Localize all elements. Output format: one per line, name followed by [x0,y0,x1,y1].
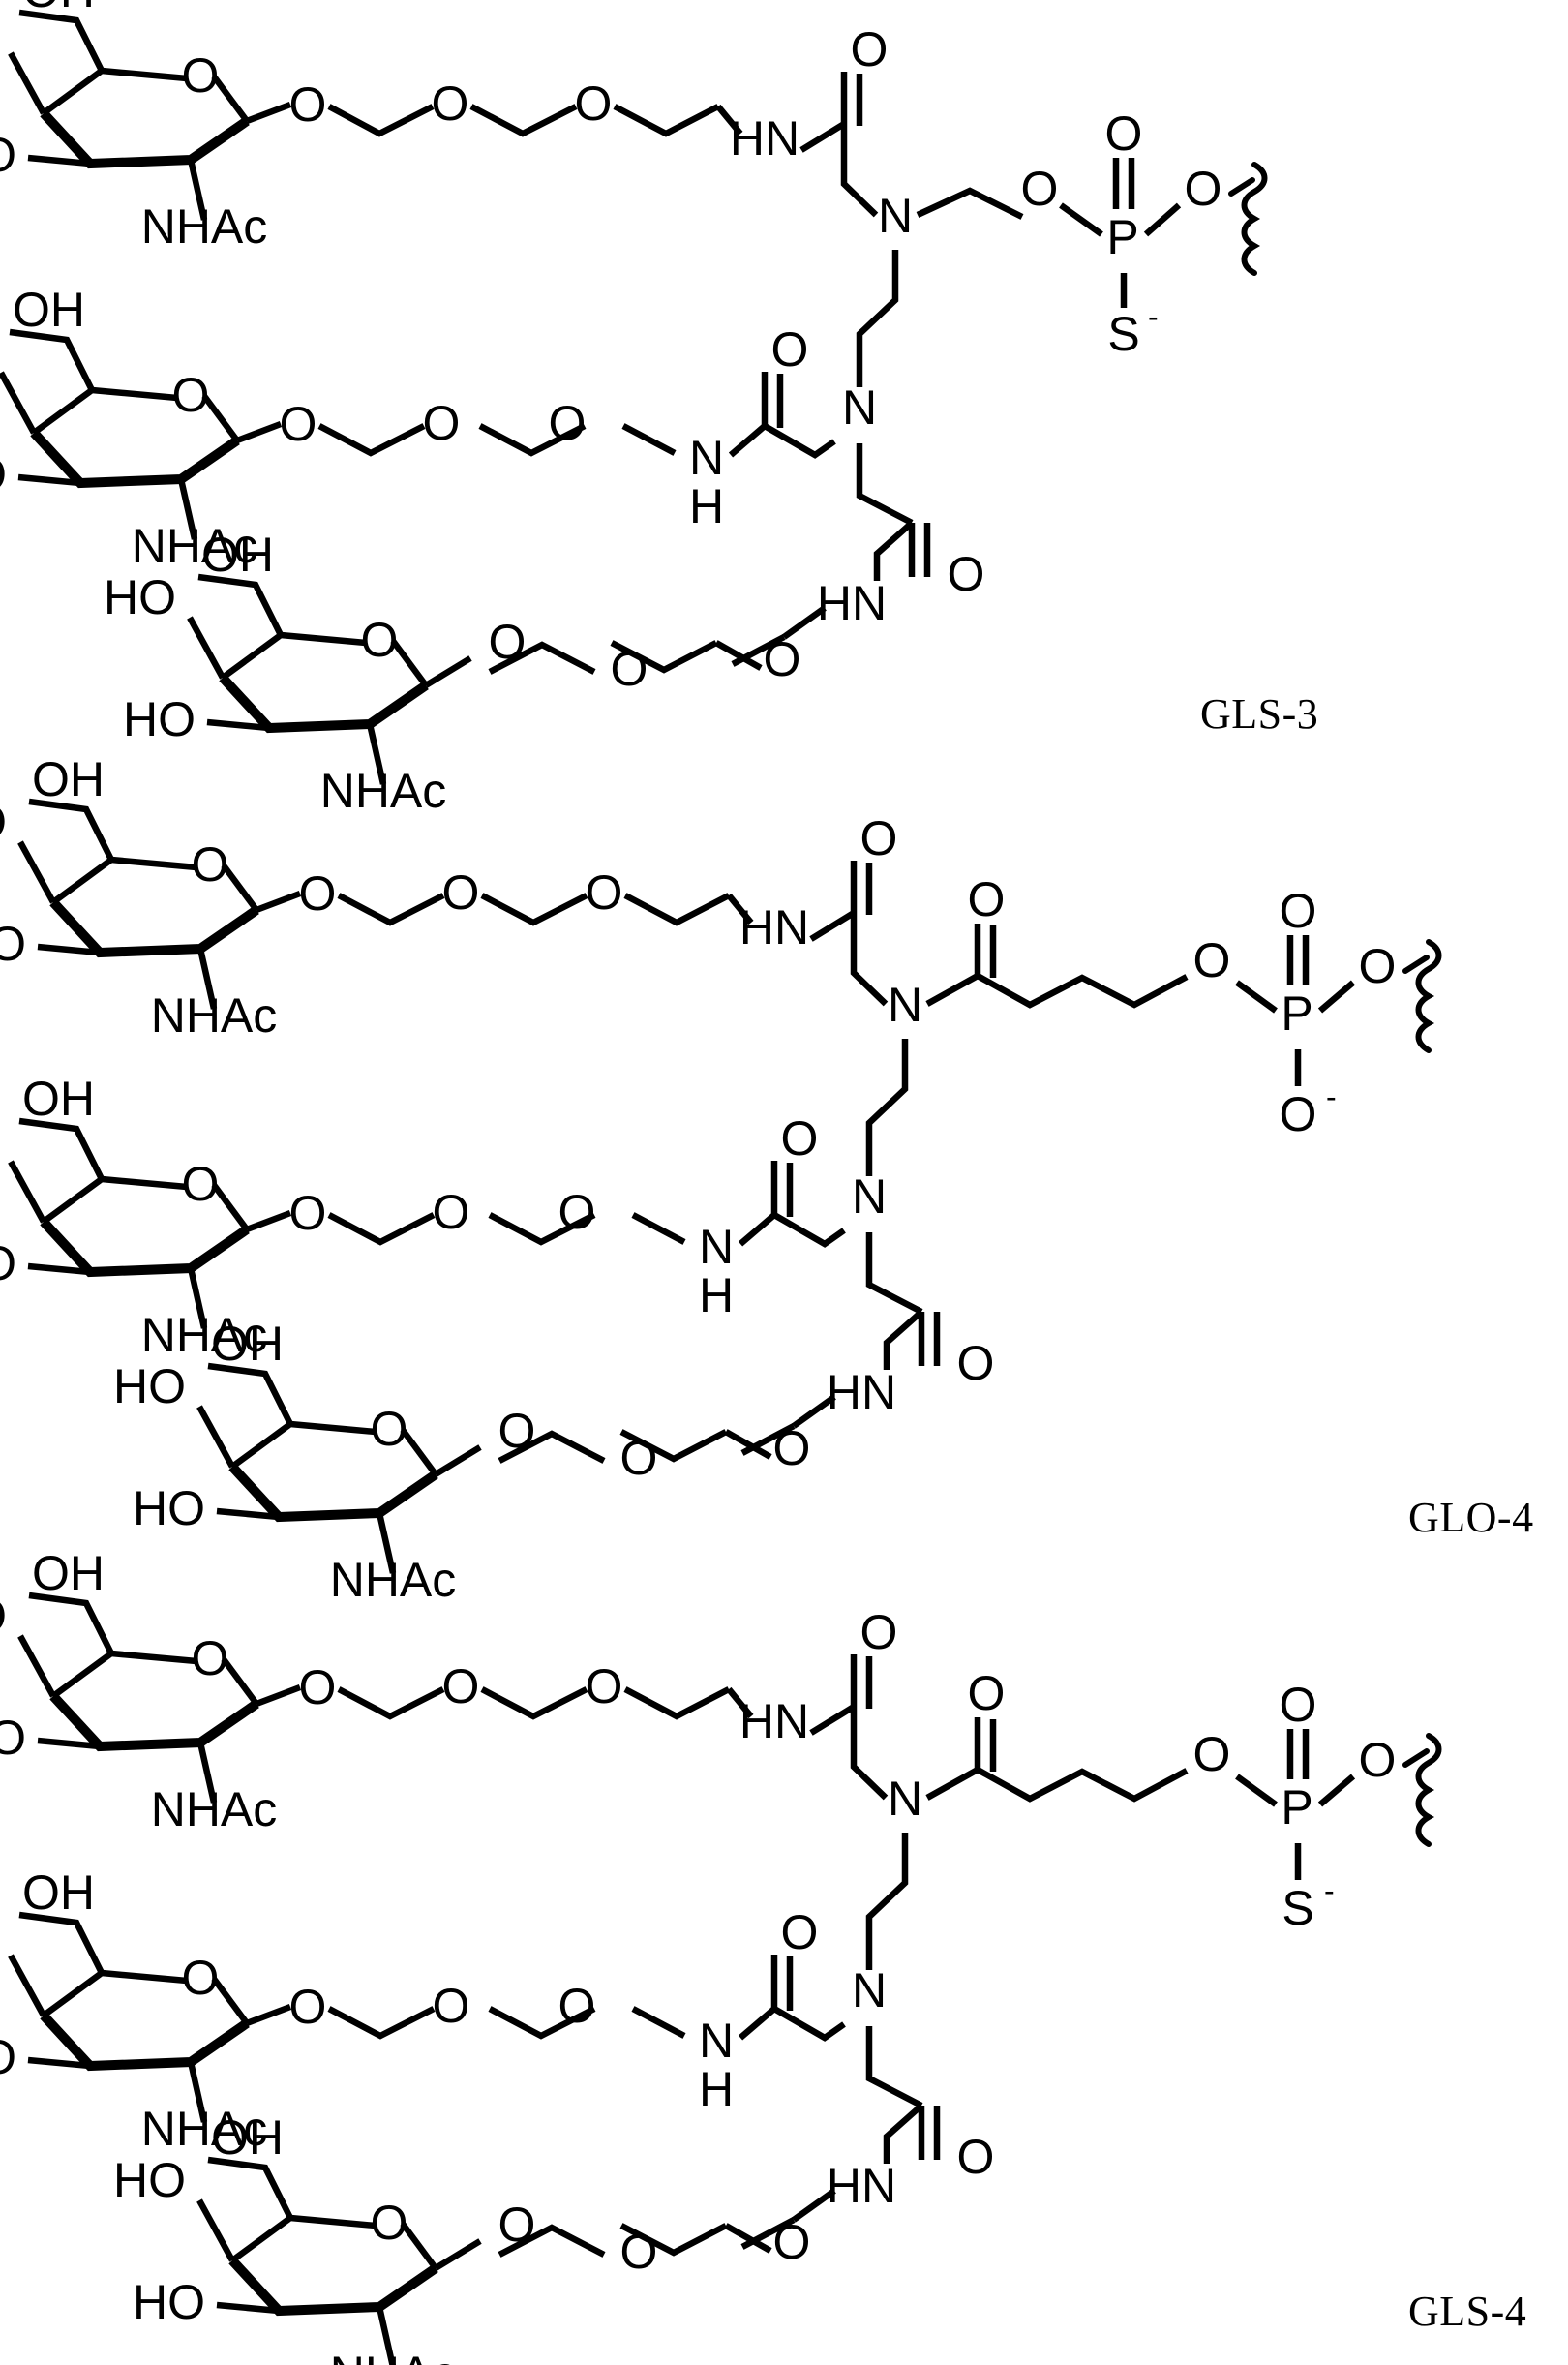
svg-text:O: O [280,397,317,451]
svg-text:O: O [299,866,337,921]
svg-text:O: O [1105,106,1143,161]
svg-text:O: O [1193,1727,1231,1781]
svg-text:P: P [1281,986,1312,1041]
svg-text:HN: HN [827,1365,896,1419]
svg-text:O: O [575,76,613,131]
svg-text:O: O [549,396,587,450]
svg-text:-: - [1324,1873,1335,1908]
svg-text:S: S [1107,307,1139,361]
svg-text:O: O [948,547,985,601]
svg-text:O: O [586,1659,623,1713]
gls4-arm-a: O O O HN O N [0,1546,922,1836]
gls3-arm-b: O O O N H O N [0,283,877,573]
gls4-arm-b: O O O N H O N [0,1865,887,2156]
svg-text:H: H [689,479,724,533]
svg-text:O: O [289,1186,327,1240]
svg-text:O: O [771,322,809,377]
svg-text:P: P [1106,210,1138,264]
svg-text:O: O [558,1979,596,2033]
svg-text:O: O [1193,933,1231,987]
glo4-hexanoyl-phosphate-arm: O O P O O O - [925,872,1442,1141]
gls3-arm-a: O O O HN O N [0,0,913,254]
structure-gls-4: O O O HN O N O O [0,1546,1442,2365]
svg-text:O: O [860,811,898,865]
svg-text:O: O [498,2198,536,2252]
svg-text:H: H [699,1268,734,1322]
glo4-arm-b: O O O N H O N [0,1072,887,1362]
svg-text:O: O [1359,1733,1397,1787]
svg-text:N: N [878,189,913,243]
svg-text:H: H [699,2062,734,2116]
glo4-arm-a: O O O HN O N [0,752,922,1043]
compound-label-gls-3: GLS-3 [1200,690,1319,738]
svg-text:O: O [586,865,623,920]
svg-text:N: N [852,1963,887,2017]
svg-text:O: O [1280,1678,1317,1732]
svg-text:O: O [957,2130,995,2184]
svg-text:O: O [1021,162,1059,216]
structure-gls-3: O O O HN O N [0,0,1268,818]
compound-label-gls-4: GLS-4 [1408,2288,1527,2335]
svg-text:O: O [968,872,1006,926]
gls3-phosphorothioate-arm: O P O O S - [916,106,1268,361]
svg-text:O: O [558,1185,596,1239]
gls3-arm-c: O HN O O O [104,443,984,818]
gls4-propylene-bridge [865,1833,909,1970]
svg-text:O: O [773,2215,811,2269]
svg-text:HN: HN [827,2159,896,2213]
svg-text:N: N [888,978,922,1032]
svg-text:O: O [860,1605,898,1659]
gls4-arm-c: O HN O O O [113,2026,994,2365]
svg-text:O: O [773,1421,811,1475]
svg-text:O: O [1280,1087,1317,1141]
svg-text:O: O [289,1980,327,2034]
svg-text:O: O [289,77,327,132]
svg-text:O: O [433,1979,470,2033]
svg-text:O: O [423,396,461,450]
svg-text:P: P [1281,1780,1312,1834]
svg-text:O: O [968,1666,1006,1720]
svg-text:O: O [957,1336,995,1390]
svg-text:N: N [888,1772,922,1826]
svg-text:N: N [689,431,724,485]
svg-text:O: O [299,1660,337,1714]
svg-text:O: O [1280,884,1317,938]
svg-text:O: O [498,1404,536,1458]
svg-text:N: N [699,1220,734,1274]
glo4-arm-c: O HN O O O [113,1232,994,1607]
svg-text:O: O [781,1905,819,1959]
svg-text:O: O [442,1659,480,1713]
svg-text:O: O [851,22,889,76]
svg-text:HN: HN [739,900,809,955]
svg-text:N: N [852,1169,887,1224]
svg-text:O: O [433,1185,470,1239]
gls3-propylene-bridge [856,250,899,387]
svg-text:O: O [489,615,527,669]
svg-text:O: O [611,642,648,696]
svg-text:-: - [1326,1079,1337,1114]
svg-text:HN: HN [730,111,799,166]
svg-text:O: O [442,865,480,920]
svg-text:O: O [1359,939,1397,993]
structure-glo-4: O O O HN O N O [0,752,1442,1607]
gls4-hexanoyl-phosphorothioate-arm: O O P O O S - [925,1666,1442,1935]
svg-text:O: O [620,2225,658,2279]
svg-text:HN: HN [739,1694,809,1748]
svg-text:N: N [699,2014,734,2068]
svg-text:O: O [781,1111,819,1166]
svg-text:O: O [1185,162,1222,216]
svg-text:HN: HN [817,576,887,630]
svg-text:O: O [620,1431,658,1485]
svg-text:O: O [432,76,469,131]
svg-text:S: S [1282,1881,1313,1935]
svg-text:N: N [842,380,877,435]
svg-text:-: - [1148,299,1159,334]
svg-text:O: O [764,632,801,686]
glo4-propylene-bridge [865,1039,909,1176]
compound-label-glo-4: GLO-4 [1408,1494,1534,1541]
